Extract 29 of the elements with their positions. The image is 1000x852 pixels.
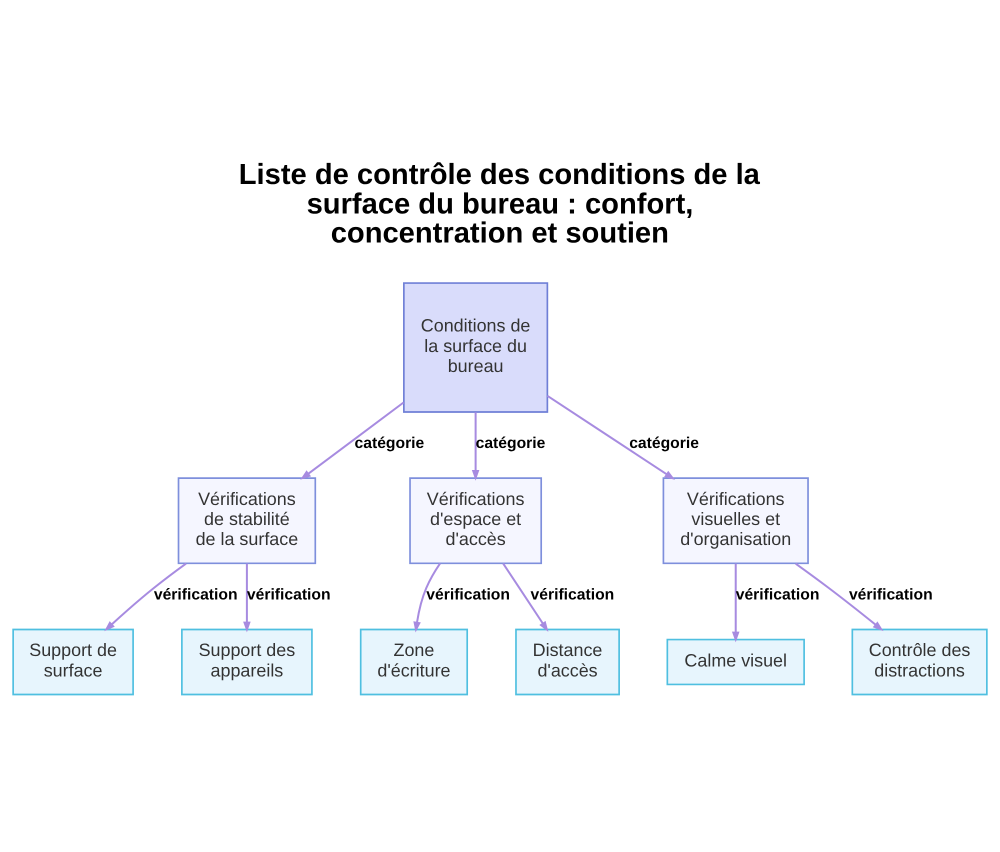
node-box: Contrôle des distractions (851, 628, 988, 696)
edge-label: vérification (848, 586, 933, 604)
edge-label: catégorie (629, 435, 699, 452)
node-box: Conditions de la surface du bureau (403, 282, 548, 413)
arrow (795, 562, 884, 632)
arrow (732, 564, 740, 642)
arrow (300, 402, 404, 480)
arrow (243, 564, 251, 632)
node-box: Vérifications visuelles et d'organisation (662, 477, 809, 564)
node-box: Distance d'accès (515, 628, 620, 696)
arrow (546, 394, 676, 480)
node-box: Zone d'écriture (360, 628, 468, 696)
edge-label: catégorie (476, 435, 546, 452)
edge-label: vérification (736, 586, 820, 604)
node-box: Support des appareils (181, 628, 313, 696)
node-box: Support de surface (12, 628, 134, 696)
arrow (472, 412, 480, 481)
edge-label: vérification (246, 586, 331, 604)
diagram-title: Liste de contrôle des conditions de la surface du bureau : confort, concentration et soutien (238, 159, 760, 250)
arrow (502, 563, 548, 632)
edge-label: vérification (530, 586, 614, 604)
arrow (104, 562, 187, 632)
edge-label: catégorie (354, 435, 424, 452)
edge-label: vérification (426, 586, 510, 604)
arrow (413, 562, 441, 632)
node-box: Calme visuel (666, 638, 805, 686)
node-box: Vérifications de stabilité de la surface (178, 477, 316, 564)
edge-label: vérification (154, 586, 238, 604)
node-box: Vérifications d'espace et d'accès (409, 477, 542, 564)
